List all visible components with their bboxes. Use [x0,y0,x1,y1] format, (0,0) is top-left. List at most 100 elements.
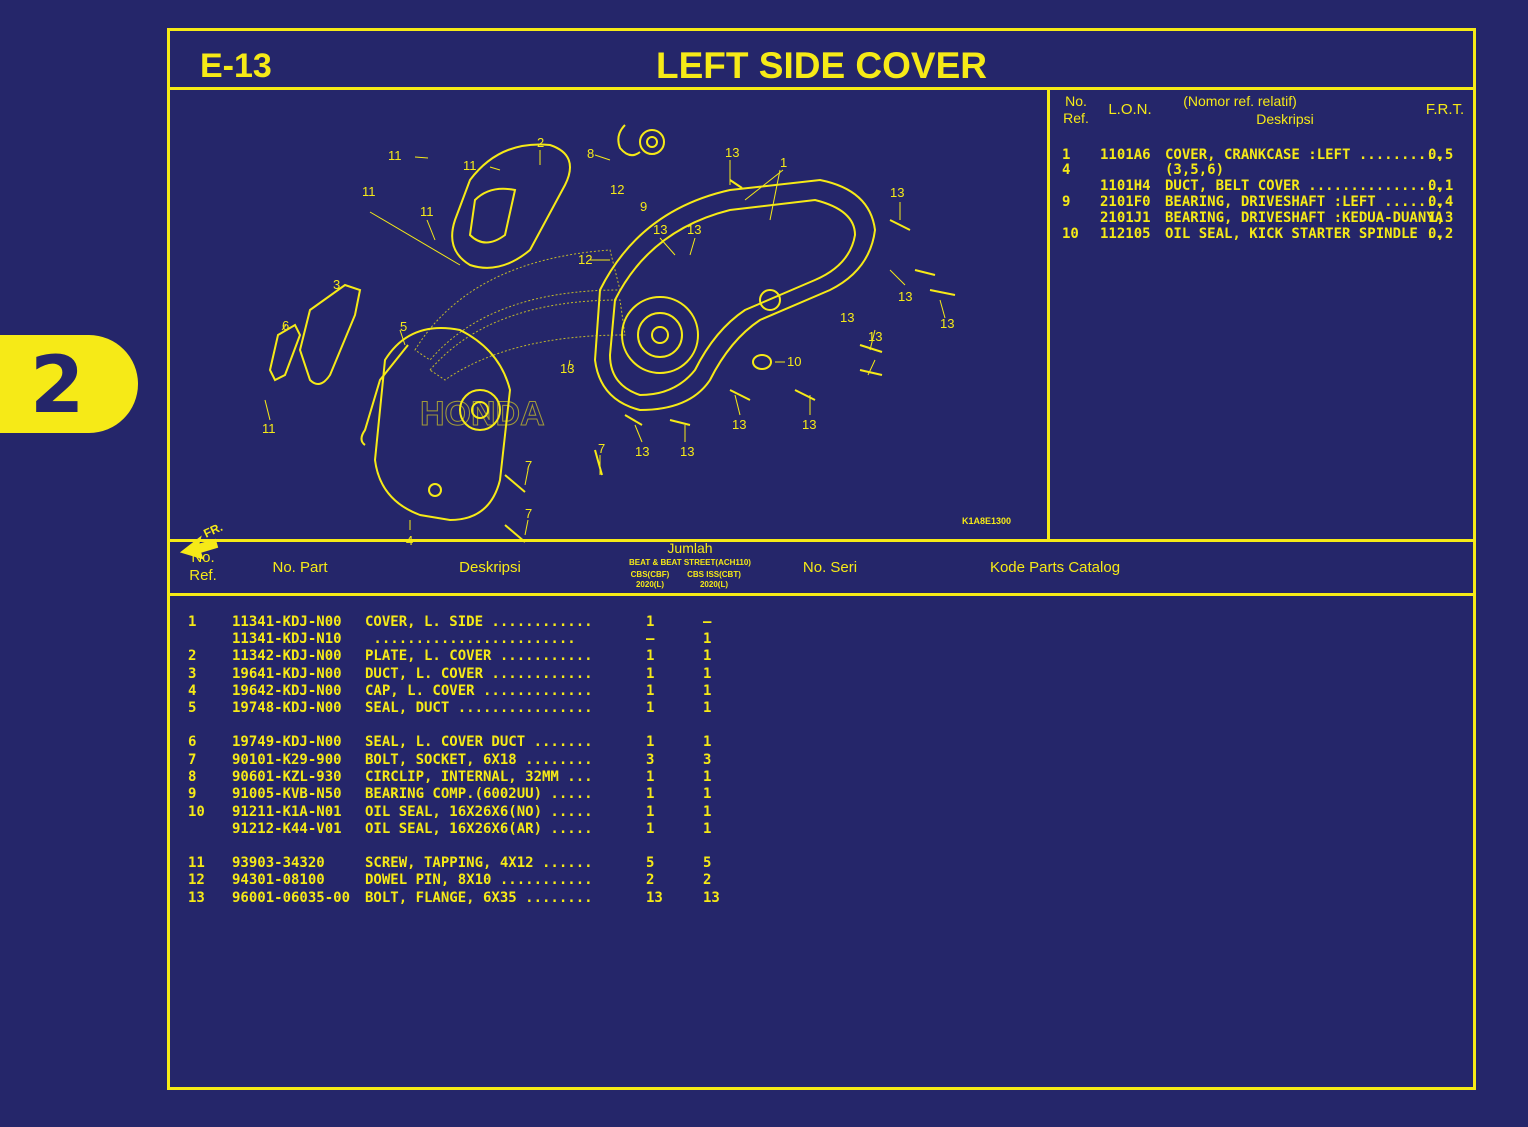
callout: 12 [610,182,624,197]
callout: 11 [420,204,434,219]
parts-ref-cell: 3 [188,666,197,682]
callout: 7 [598,441,605,456]
duct-part [298,283,362,385]
exploded-parts-diagram: 11 11 2 8 13 1 11 11 12 9 13 13 13 12 3 … [179,124,1011,560]
parts-qty2-cell: 3 [703,752,712,768]
ref-frt-cell: 1,3 [1428,210,1454,226]
parts-qty2-cell: 2 [703,872,712,888]
parts-number-cell: 19641-KDJ-N00 [232,666,342,682]
parts-ref-cell: 7 [188,752,197,768]
callout: 7 [525,506,532,521]
parts-col-part-header: No. Part [272,559,328,576]
parts-qty2-cell: 1 [703,804,712,820]
parts-ref-cell: 10 [188,804,205,820]
ref-lon-cell: 1101A6 [1100,147,1151,163]
parts-qty2-cell: 1 [703,700,712,716]
callout: 13 [890,185,904,200]
parts-qty1-cell: 1 [646,804,655,820]
parts-qty2-cell: 1 [703,631,712,647]
parts-ref-cell: 2 [188,648,197,664]
ref-desc-cell: OIL SEAL, KICK STARTER SPINDLE .. [1165,226,1444,242]
parts-qty1-cell: 13 [646,890,663,906]
ref-desc-cell: COVER, CRANKCASE :LEFT .......... [1165,147,1444,163]
parts-number-cell: 11341-KDJ-N10 [232,631,342,647]
parts-qty2-cell: 1 [703,821,712,837]
callout: 5 [400,319,407,334]
ref-no-cell: 9 [1062,194,1071,210]
parts-number-cell: 91211-K1A-N01 [232,804,342,820]
parts-desc-cell: DUCT, L. COVER ............ [365,666,593,682]
callout: 2 [537,135,544,150]
parts-ref-cell: 9 [188,786,197,802]
ref-col-desc-top-header: (Nomor ref. relatif) [1183,93,1297,109]
parts-qty1-cell: 2 [646,872,655,888]
parts-ref-cell: 11 [188,855,205,871]
parts-qty2-cell: 13 [703,890,720,906]
front-arrow-icon [179,535,219,560]
callout: 11 [362,184,376,199]
ref-frt-cell: 0,5 [1428,147,1454,163]
parts-ref-cell: 8 [188,769,197,785]
parts-desc-cell: OIL SEAL, 16X26X6(AR) ..... [365,821,593,837]
chapter-tab[interactable]: 2 [0,335,138,433]
parts-qty2-cell: 1 [703,786,712,802]
parts-ref-cell: 6 [188,734,197,750]
parts-ref-cell: 13 [188,890,205,906]
parts-qty1-cell: 1 [646,666,655,682]
ref-col-lon-header: L.O.N. [1108,101,1152,118]
divider [170,593,1473,596]
parts-desc-cell: BOLT, SOCKET, 6X18 ........ [365,752,593,768]
parts-number-cell: 91212-K44-V01 [232,821,342,837]
section-code: E-13 [200,47,272,85]
parts-desc-cell: BEARING COMP.(6002UU) ..... [365,786,593,802]
ref-desc-cell: (3,5,6) [1165,162,1225,178]
parts-ref-cell: 1 [188,614,197,630]
callout: 13 [680,444,694,459]
page-title: LEFT SIDE COVER [656,45,987,86]
callout: 13 [560,361,574,376]
crankcase-cover [593,178,877,412]
callout: 13 [635,444,649,459]
parts-desc-cell: COVER, L. SIDE ............ [365,614,593,630]
parts-col-q2-header: CBS ISS(CBT) 2020(L) [687,570,741,589]
parts-number-cell: 11342-KDJ-N00 [232,648,342,664]
parts-qty1-cell: 1 [646,821,655,837]
parts-qty1-cell: 1 [646,700,655,716]
parts-qty2-cell: – [703,614,712,630]
parts-qty2-cell: 1 [703,769,712,785]
parts-qty2-cell: 5 [703,855,712,871]
parts-qty2-cell: 1 [703,683,712,699]
parts-model-header: BEAT & BEAT STREET(ACH110) [629,558,751,567]
parts-ref-cell: 4 [188,683,197,699]
parts-qty1-cell: 1 [646,769,655,785]
parts-ref-cell: 12 [188,872,205,888]
parts-col-kode-header: Kode Parts Catalog [989,559,1121,576]
parts-desc-cell: DOWEL PIN, 8X10 ........... [365,872,593,888]
plate-part [451,143,571,269]
callout: 11 [388,148,402,163]
parts-desc-cell: ........................ [365,631,576,647]
parts-desc-cell: CIRCLIP, INTERNAL, 32MM ... [365,769,593,785]
ref-frt-cell: 0,2 [1428,226,1454,242]
ref-no-cell: 10 [1062,226,1079,242]
callout: 13 [687,222,701,237]
parts-number-cell: 91005-KVB-N50 [232,786,342,802]
ref-desc-cell: BEARING, DRIVESHAFT :KEDUA-DUANYA [1165,210,1444,226]
divider [170,539,1473,542]
parts-number-cell: 11341-KDJ-N00 [232,614,342,630]
parts-qty1-cell: 1 [646,786,655,802]
callout: 13 [725,145,739,160]
drawing-code: K1A8E1300 [962,516,1011,526]
divider [1047,87,1050,539]
parts-desc-cell: BOLT, FLANGE, 6X35 ........ [365,890,593,906]
callout: 7 [525,458,532,473]
parts-qty1-cell: 1 [646,614,655,630]
parts-desc-cell: SEAL, DUCT ................ [365,700,593,716]
honda-wing-watermark [414,249,626,381]
ref-desc-cell: DUCT, BELT COVER ................ [1165,178,1444,194]
belt-cover [373,327,512,522]
parts-number-cell: 90601-KZL-930 [232,769,342,785]
parts-desc-cell: SCREW, TAPPING, 4X12 ...... [365,855,593,871]
parts-qty2-cell: 1 [703,648,712,664]
ref-lon-cell: 1101H4 [1100,178,1151,194]
